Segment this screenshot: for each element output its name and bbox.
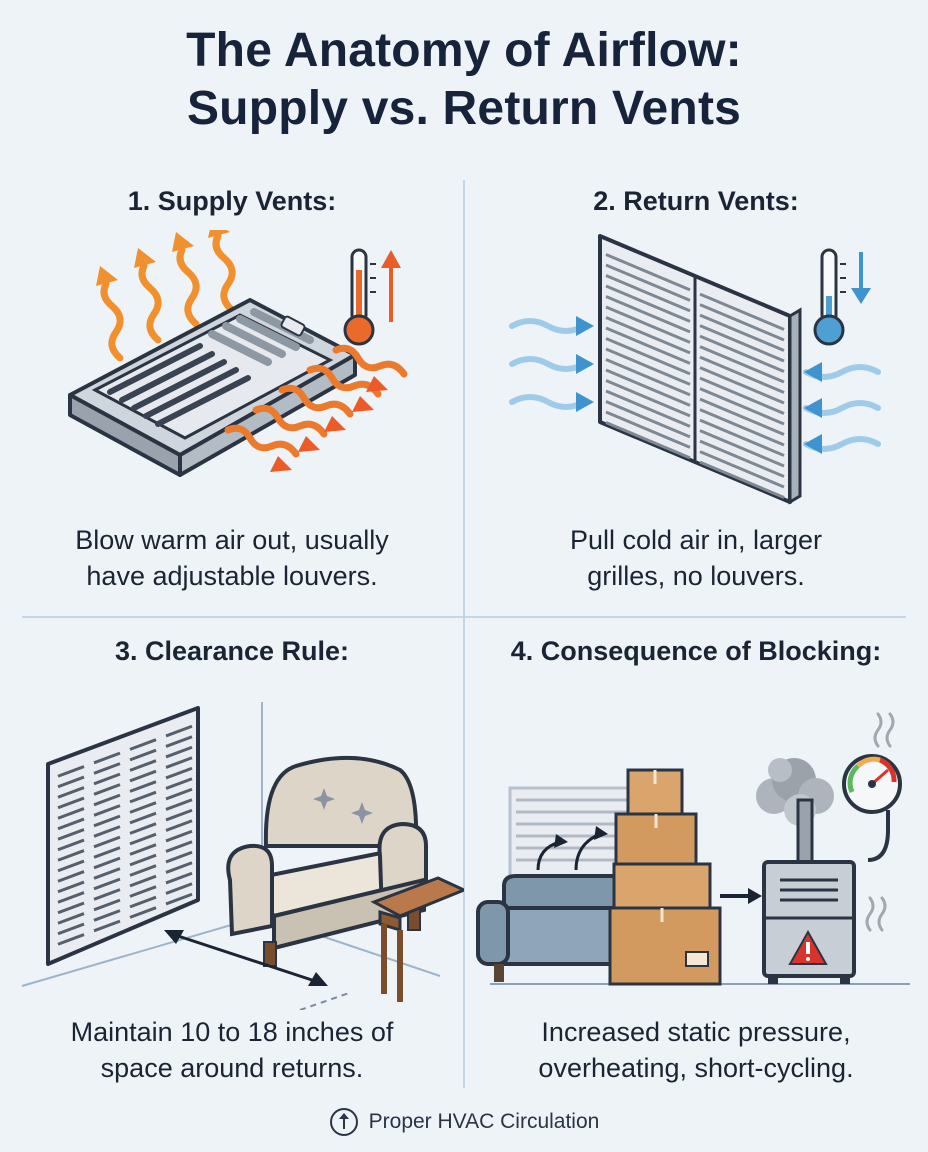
horizontal-divider	[22, 616, 906, 618]
arrow-up-icon	[381, 250, 401, 322]
return-grille-icon	[598, 234, 802, 505]
panel-description: Pull cold air in, larger grilles, no lou…	[569, 525, 823, 591]
blocking-illustration	[476, 712, 910, 986]
clearance-illustration	[21, 702, 464, 1010]
thermometer-hot-icon	[343, 248, 376, 346]
supply-vent-icon	[68, 298, 357, 477]
panel-heading: 3. Clearance Rule:	[114, 636, 350, 666]
panel-heading: 4. Consequence of Blocking:	[510, 636, 882, 666]
footer: Proper HVAC Circulation	[0, 1104, 928, 1140]
distance-arrow-icon	[164, 930, 353, 1010]
vent-louvers	[107, 343, 251, 427]
title-line-2: Supply vs. Return Vents	[186, 82, 742, 135]
circulation-arrow-icon	[329, 1108, 358, 1136]
warm-air-up-arrows	[100, 232, 236, 362]
pressure-gauge-icon	[842, 754, 902, 862]
boxes-icon	[608, 768, 722, 986]
flow-arrow-icon	[720, 888, 762, 904]
warm-air-arrowheads	[96, 230, 230, 286]
panel-description: Blow warm air out, usually have adjustab…	[75, 525, 389, 591]
panel-description: Increased static pressure, overheating, …	[538, 1017, 854, 1083]
panel-heading: 1. Supply Vents:	[127, 186, 337, 216]
warning-icon	[788, 929, 828, 965]
title-line-1: The Anatomy of Airflow:	[186, 24, 742, 77]
return-vent-illustration	[509, 234, 881, 505]
vertical-divider	[463, 180, 465, 1088]
armchair-icon	[226, 755, 428, 967]
cold-air-in-arrows-left	[509, 318, 587, 410]
page-title: The Anatomy of Airflow: Supply vs. Retur…	[0, 22, 928, 138]
wall-grille-icon	[46, 706, 200, 966]
panel-description: Maintain 10 to 18 inches of space around…	[70, 1017, 394, 1083]
supply-vent-illustration	[68, 230, 408, 477]
arrow-down-icon	[851, 252, 871, 304]
furnace-icon	[762, 798, 856, 984]
grille-slats	[605, 253, 785, 499]
side-table-icon	[370, 876, 464, 1002]
smoke-icon	[756, 758, 834, 826]
panel-heading: 2. Return Vents:	[593, 186, 799, 216]
warm-air-out-arrows	[224, 344, 408, 458]
heat-wave-icon	[865, 712, 895, 932]
footer-label: Proper HVAC Circulation	[368, 1110, 600, 1133]
thermometer-cold-icon	[813, 248, 846, 346]
